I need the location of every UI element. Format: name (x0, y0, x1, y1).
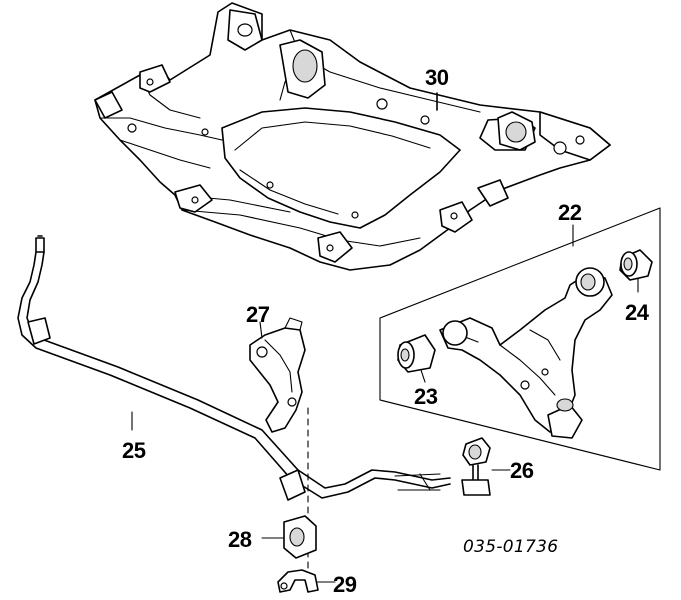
bushing-clamp-part-29 (277, 569, 319, 593)
callout-30: 30 (425, 65, 449, 90)
callout-25: 25 (122, 438, 146, 463)
stabilizer-bar-part-25 (17, 235, 451, 501)
callout-23: 23 (414, 384, 438, 409)
front-subframe-part-30 (94, 2, 611, 271)
bushing-part-24 (619, 249, 653, 281)
bushing-part-23 (397, 334, 436, 373)
leader-line-23 (420, 369, 426, 383)
callout-27: 27 (246, 302, 270, 327)
stabilizer-bracket-part-27 (249, 317, 306, 433)
stabilizer-end-link-part-26 (461, 437, 491, 496)
assembly-box-22 (379, 207, 661, 471)
lower-control-arm (439, 274, 613, 433)
reference-code: 035-01736 (463, 537, 558, 557)
leader-line-27 (259, 321, 263, 339)
lower-control-arm-assembly-part-22 (379, 207, 661, 471)
callout-26: 26 (510, 458, 534, 483)
callout-22: 22 (558, 200, 582, 225)
callout-24: 24 (625, 300, 650, 325)
callout-29: 29 (333, 572, 357, 597)
stabilizer-bushing-part-28 (283, 515, 317, 559)
callout-28: 28 (228, 527, 252, 552)
